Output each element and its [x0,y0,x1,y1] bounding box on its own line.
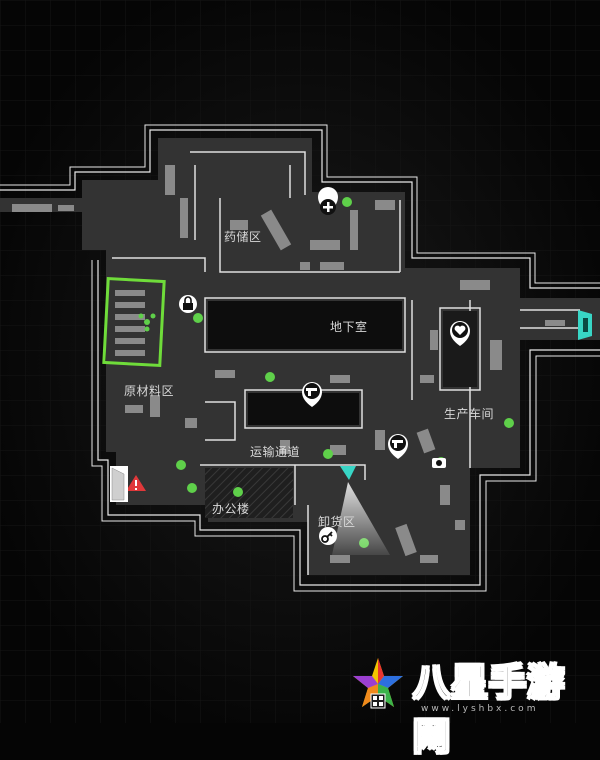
key-icon [319,527,337,545]
objective-highlight [102,277,166,367]
corridor-room [248,393,359,425]
exit-marker-icon [578,310,592,340]
room-label-production-workshop: 生产车间 [444,407,495,421]
room-label-medicine-storage: 药储区 [224,230,262,244]
room-label-unloading-area: 卸货区 [318,515,356,529]
player-vision-cone [332,482,390,555]
site-logo-icon [353,658,403,709]
enemy-dot [342,197,352,207]
room-label-transport-corridor: 运输通道 [250,445,301,459]
warning-triangle-icon [126,475,146,491]
enemy-dot [233,487,243,497]
pistol-icon [388,434,408,459]
room-label-raw-material-area: 原材料区 [124,384,175,398]
enemy-dot [176,460,186,470]
furniture [12,165,565,563]
site-watermark: 八星手游网 www.lyshbx.com [345,652,595,759]
exit-door-icon [110,466,128,502]
plus-icon [318,186,339,215]
enemy-dot [193,313,203,323]
facility-map [0,0,600,723]
map-boundary [0,124,600,592]
padlock-icon [179,295,197,313]
room-label-office-building: 办公楼 [212,502,250,516]
enemy-dot [187,483,197,493]
enemy-dot [265,372,275,382]
basement-room [208,301,402,349]
room-label-basement: 地下室 [330,320,368,334]
enemy-dot [504,418,514,428]
watermark-url: www.lyshbx.com [421,704,539,714]
pistol-icon [302,382,322,407]
map-floor [0,138,600,575]
biohazard-icon [138,313,156,332]
player-arrow-icon [340,466,356,480]
gear-small-icon [432,458,446,468]
enemy-dot [323,449,333,459]
heart-icon [450,321,470,346]
